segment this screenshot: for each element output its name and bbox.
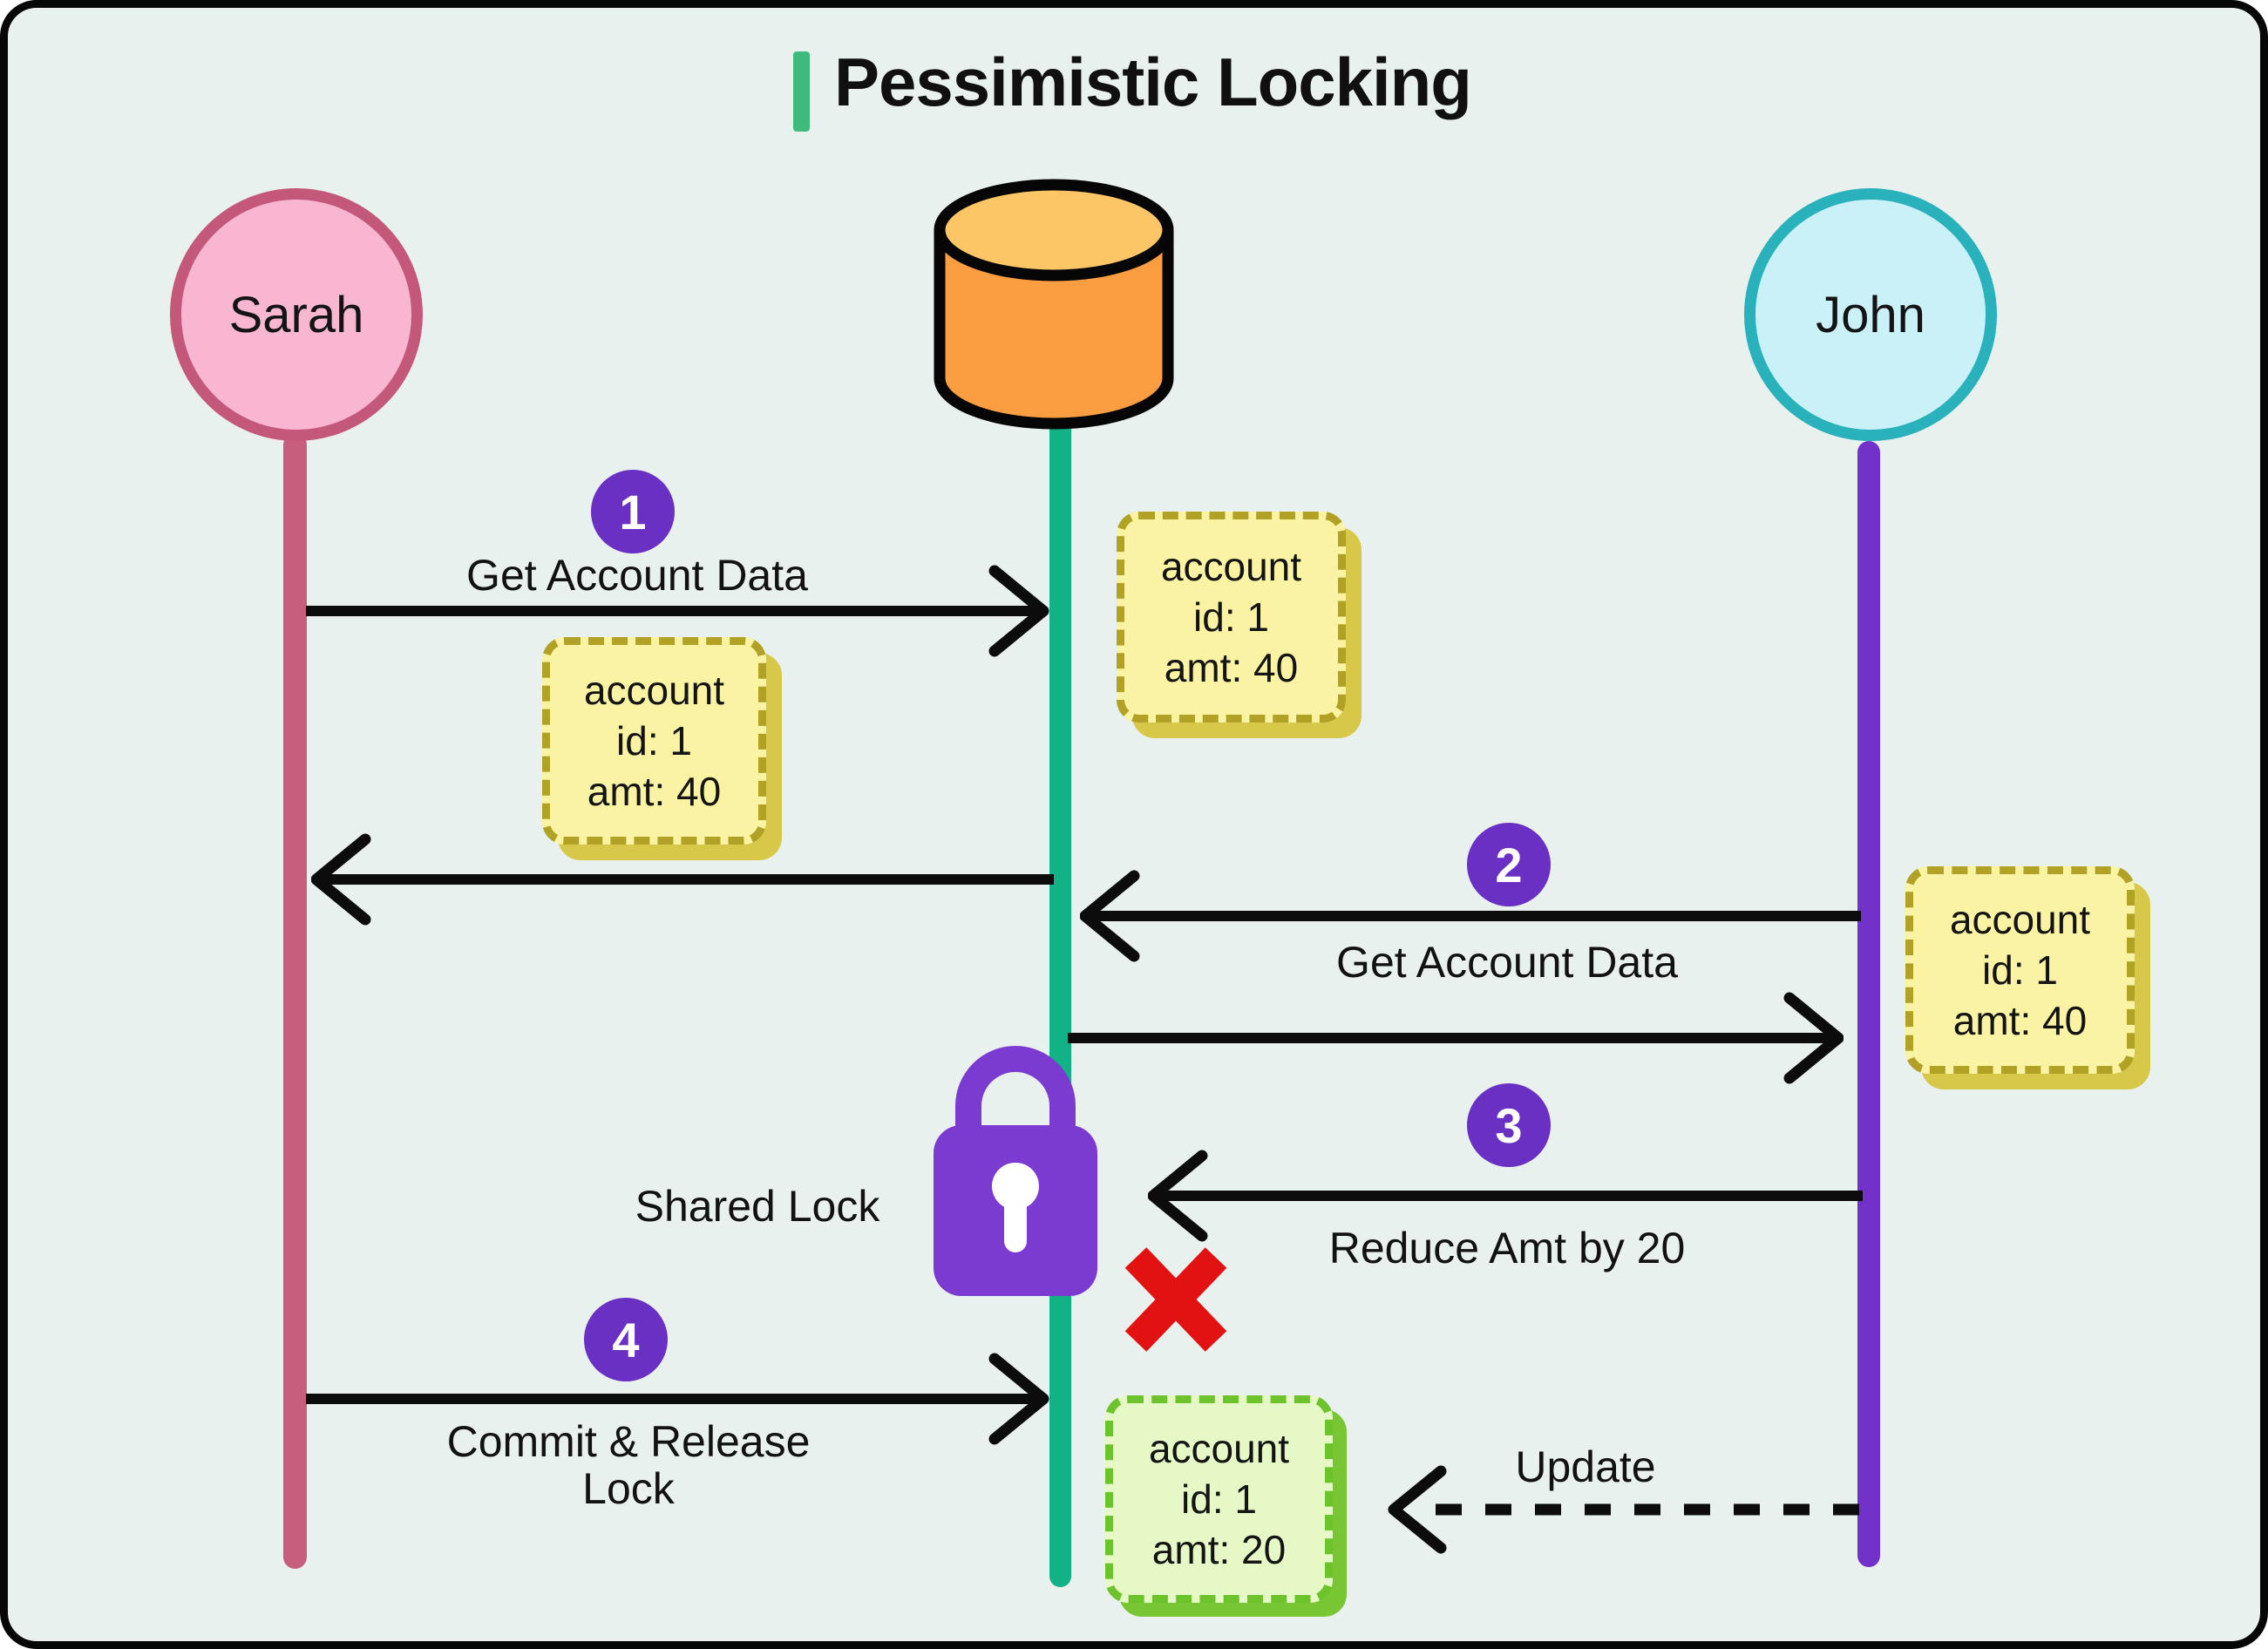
step4-label-line1: Commit & Release bbox=[446, 1417, 811, 1466]
actor-sarah-label: Sarah bbox=[228, 286, 364, 343]
arrow-get-account-sarah bbox=[306, 565, 1049, 657]
note-account-john: account id: 1 amt: 40 bbox=[1905, 866, 2135, 1074]
step2-label: Get Account Data bbox=[1336, 938, 1678, 987]
arrow-return-john bbox=[1068, 992, 1844, 1084]
note-line: account bbox=[1148, 1426, 1290, 1471]
note-line: id: 1 bbox=[1181, 1476, 1257, 1522]
note-line: account bbox=[583, 668, 725, 713]
actor-john-label: John bbox=[1816, 286, 1925, 343]
note-line: id: 1 bbox=[1982, 947, 2058, 993]
note-line: account bbox=[1949, 897, 2091, 942]
step3-badge: 3 bbox=[1467, 1083, 1551, 1167]
note-line: account bbox=[1160, 544, 1302, 589]
note-account-updated: account id: 1 amt: 20 bbox=[1105, 1395, 1333, 1603]
step4-badge-number: 4 bbox=[612, 1312, 640, 1367]
note-line: amt: 40 bbox=[587, 769, 722, 814]
red-x-icon bbox=[1124, 1247, 1227, 1352]
padlock-icon bbox=[934, 1046, 1097, 1296]
arrow-commit-release bbox=[306, 1353, 1049, 1445]
note-account-db: account id: 1 amt: 40 bbox=[1117, 512, 1346, 723]
lifeline-database bbox=[1049, 414, 1071, 1587]
arrow-reduce-amt bbox=[1148, 1150, 1863, 1242]
arrow-update-dashed bbox=[1388, 1465, 1859, 1554]
step1-badge-number: 1 bbox=[619, 484, 647, 539]
actor-sarah-circle: Sarah bbox=[170, 188, 423, 441]
step3-badge-number: 3 bbox=[1495, 1097, 1523, 1153]
arrow-return-sarah bbox=[311, 833, 1054, 926]
lifeline-sarah bbox=[283, 433, 307, 1569]
note-line: amt: 20 bbox=[1151, 1527, 1287, 1572]
note-line: amt: 40 bbox=[1164, 645, 1299, 690]
step1-badge: 1 bbox=[591, 470, 675, 553]
step4-badge: 4 bbox=[584, 1298, 668, 1381]
arrow-get-account-john bbox=[1080, 870, 1861, 962]
database-cylinder-icon bbox=[934, 179, 1174, 430]
note-line: id: 1 bbox=[1193, 594, 1269, 640]
lifeline-john bbox=[1857, 441, 1880, 1567]
page-title: Pessimistic Locking bbox=[834, 44, 1472, 120]
note-line: id: 1 bbox=[616, 718, 692, 763]
step1-label: Get Account Data bbox=[466, 551, 808, 600]
note-account-sarah: account id: 1 amt: 40 bbox=[542, 637, 766, 845]
step4-label: Commit & Release Lock bbox=[447, 1418, 811, 1512]
step2-badge: 2 bbox=[1467, 823, 1551, 906]
step2-badge-number: 2 bbox=[1495, 837, 1523, 892]
update-label: Update bbox=[1515, 1442, 1656, 1491]
step3-label: Reduce Amt by 20 bbox=[1328, 1224, 1686, 1272]
step4-label-line2: Lock bbox=[582, 1464, 675, 1513]
note-line: amt: 40 bbox=[1952, 998, 2088, 1043]
actor-john-circle: John bbox=[1744, 188, 1997, 441]
title-accent-bar bbox=[793, 51, 810, 132]
shared-lock-label: Shared Lock bbox=[635, 1182, 880, 1231]
